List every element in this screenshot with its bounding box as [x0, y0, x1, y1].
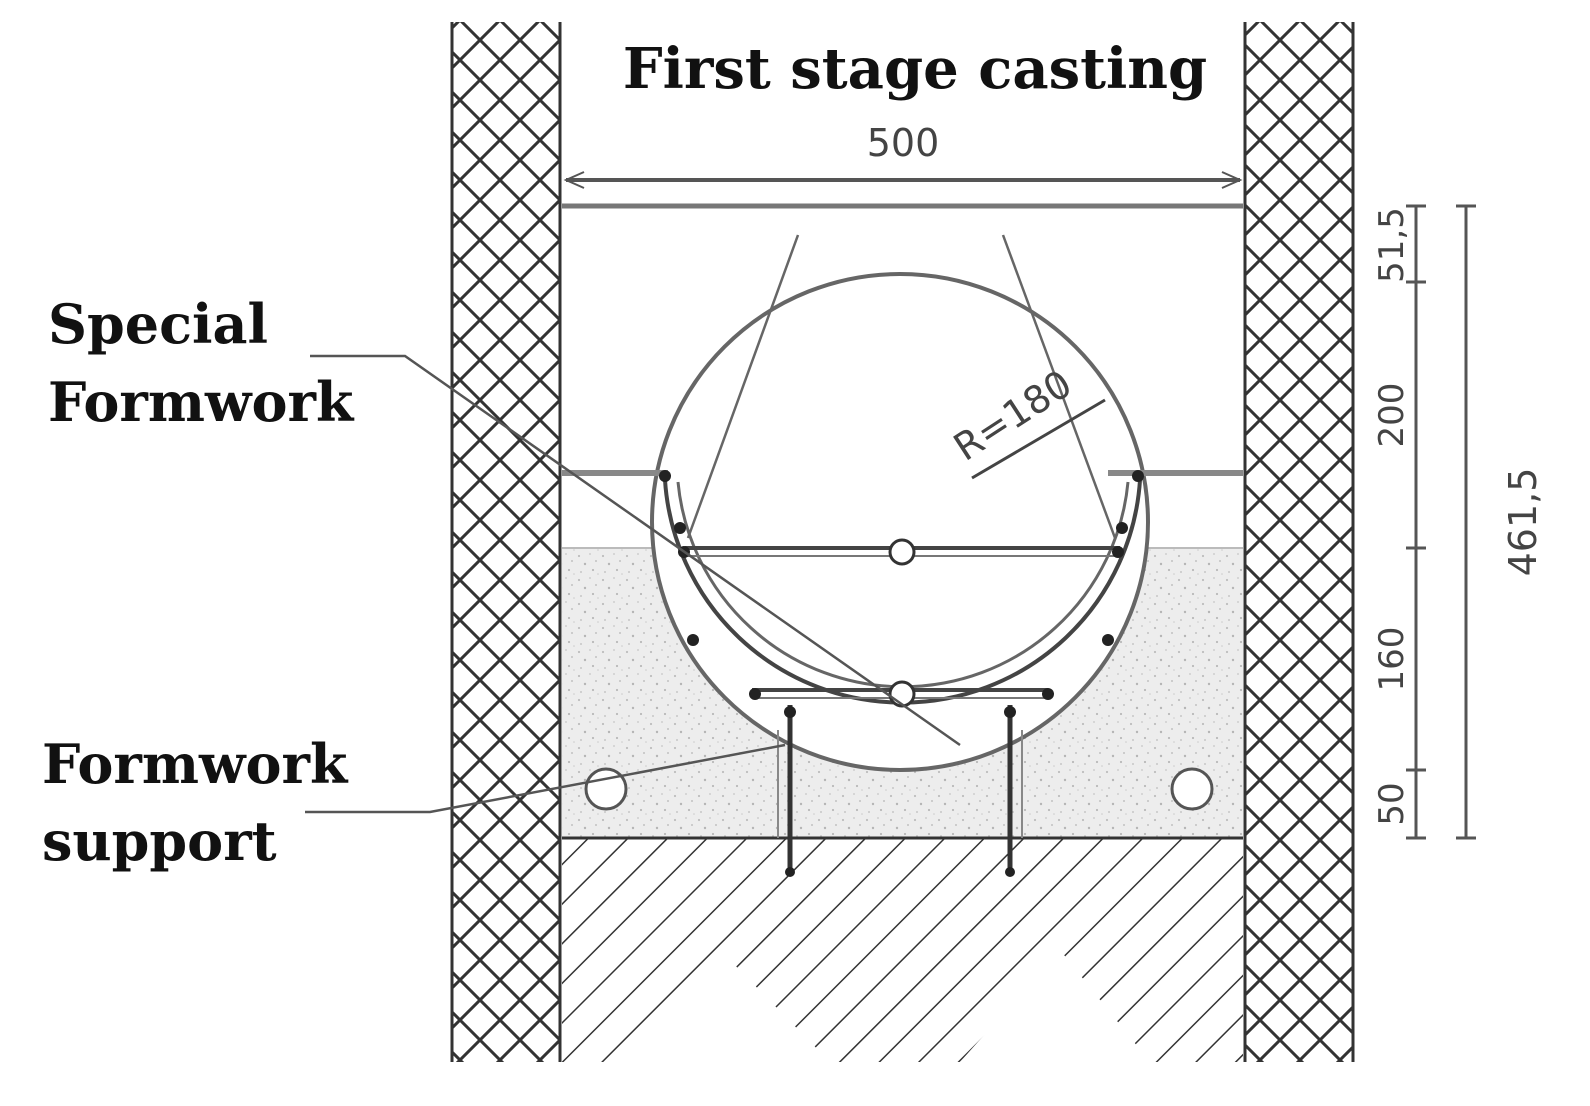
segment-dimension-3: 160: [1372, 627, 1412, 692]
width-dimension-label: 500: [867, 121, 940, 165]
formwork-support-label-line1: Formwork: [42, 732, 349, 796]
left-drain-hole: [584, 767, 628, 811]
formwork-support-legs: [777, 705, 1023, 877]
right-guide-line: [1001, 234, 1117, 539]
total-height-dimension: [1456, 204, 1476, 840]
formwork-support-leader: [305, 743, 786, 814]
special-formwork-label-line2: Formwork: [48, 370, 355, 434]
segment-dimension-2: 200: [1372, 383, 1412, 448]
formwork-support-callout: Formwork support: [42, 732, 366, 873]
special-formwork-label-line1: Special: [48, 292, 268, 356]
left-wall: [450, 22, 562, 1062]
diagram-title: First stage casting: [623, 36, 1207, 102]
segment-dimension-4: 50: [1372, 782, 1412, 825]
radius-dimension-line: [971, 398, 1106, 480]
base-foundation: [562, 836, 1243, 1062]
segment-dimension-chain: [1406, 204, 1426, 840]
right-wall: [1243, 22, 1355, 1062]
total-height-label: 461,5: [1501, 468, 1545, 577]
upper-tie-bar: [562, 470, 1243, 566]
special-formwork-callout: Special Formwork: [48, 292, 355, 434]
width-dimension: [563, 171, 1243, 189]
left-guide-line: [686, 234, 800, 539]
right-drain-hole: [1170, 767, 1214, 811]
special-formwork-leader: [310, 354, 961, 747]
segment-dimension-1: 51,5: [1372, 207, 1412, 283]
rebar-dots: [659, 470, 1144, 700]
formwork-support-label-line2: support: [42, 809, 277, 873]
